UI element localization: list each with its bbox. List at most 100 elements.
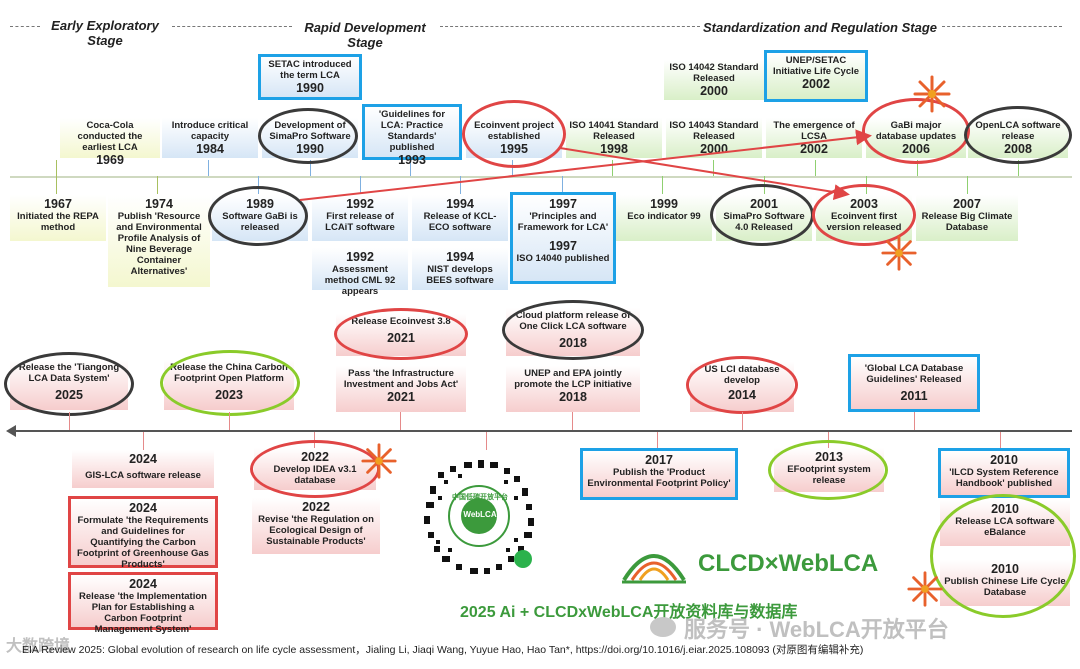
timeline-connector	[512, 160, 513, 176]
event-2023: Release the China Carbon Footprint Open …	[164, 360, 294, 410]
wechat-icon	[650, 617, 676, 637]
event-2025: Release the 'Tiangong LCA Data System'20…	[10, 360, 128, 410]
qr-finder-icon	[514, 550, 532, 568]
qr-code-icon	[421, 458, 537, 574]
event-2018-oneclick: Cloud platform release of One Click LCA …	[506, 308, 640, 356]
globe-logo-icon	[622, 554, 686, 584]
timeline-connector	[1018, 160, 1019, 176]
brand-logo: CLCD×WebLCA	[618, 540, 908, 586]
event-1997: 1997'Principles and Framework for LCA'19…	[510, 192, 616, 284]
timeline-connector	[258, 176, 259, 194]
firework-icon	[881, 235, 917, 271]
stage-label-early: Early Exploratory Stage	[51, 18, 159, 48]
timeline-connector	[662, 176, 663, 194]
timeline-connector	[310, 160, 311, 176]
timeline-connector	[612, 160, 613, 176]
timeline-connector	[1000, 432, 1001, 450]
timeline-connector	[486, 432, 487, 450]
firework-icon	[913, 75, 951, 113]
event-2021-jobs-act: Pass 'the Infrastructure Investment and …	[336, 366, 466, 412]
timeline-axis-lower	[14, 430, 1072, 432]
timeline-connector	[742, 412, 743, 430]
timeline-connector	[208, 160, 209, 176]
citation-footer: EIA Review 2025: Global evolution of res…	[22, 644, 864, 656]
timeline-connector	[914, 412, 915, 430]
event-2011: 'Global LCA Database Guidelines' Release…	[848, 354, 980, 412]
event-2018-lcp: UNEP and EPA jointly promote the LCP ini…	[506, 366, 640, 412]
event-1993: 'Guidelines for LCA: Practice Standards'…	[362, 104, 462, 167]
timeline-connector	[657, 432, 658, 450]
firework-icon	[907, 571, 943, 607]
timeline-connector	[572, 412, 573, 430]
timeline-connector	[157, 176, 158, 194]
watermark-left: 大数跨境	[6, 638, 71, 655]
stage-divider-line	[942, 26, 1062, 27]
qr-center-label: WebLCA	[463, 510, 497, 519]
timeline-connector	[815, 160, 816, 176]
stage-divider-line	[10, 26, 40, 27]
timeline-connector	[69, 412, 70, 430]
timeline-connector	[143, 432, 144, 450]
stage-label-standardization: Standardization and Regulation Stage	[702, 20, 938, 35]
brand-name: CLCD×WebLCA	[698, 550, 879, 577]
timeline-connector	[229, 412, 230, 430]
timeline-connector	[400, 412, 401, 430]
event-2010-ilcd: 2010'ILCD System Reference Handbook' pub…	[938, 448, 1070, 498]
timeline-connector	[713, 160, 714, 176]
timeline-connector	[917, 160, 918, 176]
timeline-connector	[562, 176, 563, 194]
firework-icon	[361, 443, 397, 479]
watermark-right: 服务号 · WebLCA开放平台	[684, 617, 949, 642]
arrow-ecoinvent-to-2003	[559, 147, 850, 200]
timeline-connector	[460, 176, 461, 194]
qr-code[interactable]: 中国低碳开放平台 WebLCA	[418, 452, 540, 582]
timeline-axis-upper	[10, 176, 1072, 178]
stage-divider-line	[440, 26, 700, 27]
timeline-connector	[56, 160, 57, 194]
qr-ring-label: 中国低碳开放平台	[452, 494, 508, 501]
arrow-gabi-to-2006	[299, 129, 872, 201]
slogan: 2025 Ai + CLCDxWebLCA开放资料库与数据库	[460, 604, 798, 621]
timeline-connector	[360, 176, 361, 194]
timeline-connector	[410, 160, 411, 176]
timeline-connector	[967, 176, 968, 194]
timeline-arrowhead	[6, 425, 16, 437]
stage-label-rapid: Rapid Development Stage	[304, 20, 426, 50]
stage-divider-line	[172, 26, 292, 27]
